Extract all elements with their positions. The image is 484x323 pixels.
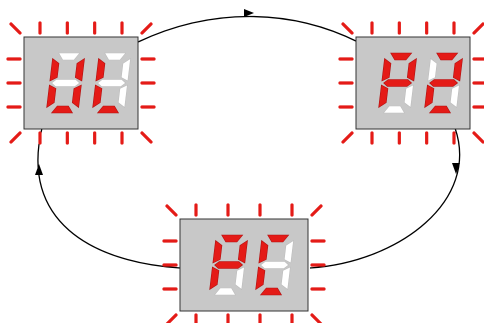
blink-ray [11,24,20,33]
segment-g-off [97,80,126,87]
blink-ray [474,24,483,33]
segment-g-off [260,262,289,269]
arrowhead-top [244,9,254,17]
segment-g-on [214,262,243,269]
arrowhead-left [35,164,43,175]
blink-ray [167,206,176,215]
blink-ray [343,24,352,33]
display-ul [8,23,154,143]
display-p2 [340,23,484,143]
segment-g-on [429,80,458,87]
blink-ray [11,133,20,142]
blink-ray [142,24,151,33]
arrow-top-left-to-top-right [138,17,358,43]
arrow-top-right-to-bottom [310,128,460,268]
blink-ray [312,206,321,215]
blink-ray [343,133,352,142]
blink-ray [142,133,151,142]
segment-g-on [383,80,412,87]
display-pc [164,205,324,323]
arrow-bottom-to-top-left [38,128,180,268]
blink-ray [167,315,176,323]
blink-ray [474,133,483,142]
blink-ray [312,315,321,323]
segment-g-off [51,80,80,87]
